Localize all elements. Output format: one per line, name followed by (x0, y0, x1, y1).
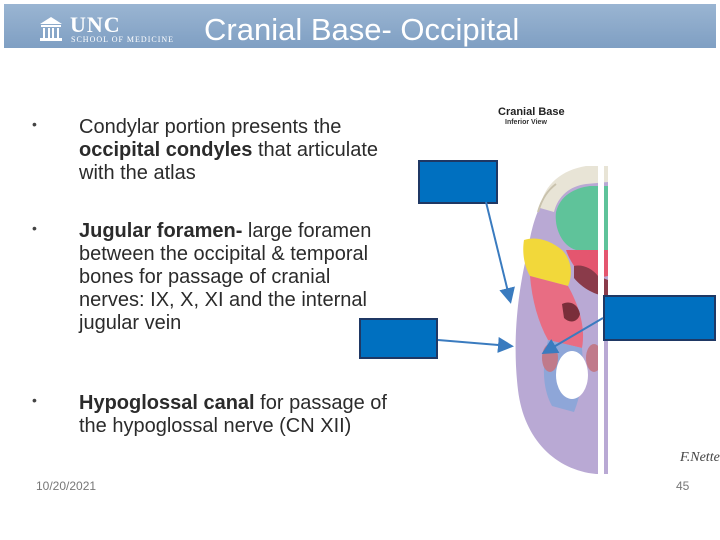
bullet-text: Jugular foramen- large foramen between t… (79, 220, 372, 334)
bullet-dot-icon: • (32, 220, 37, 236)
figure-title: Cranial Base (498, 106, 565, 118)
header-bar: UNC SCHOOL OF MEDICINE Cranial Base- Occ… (4, 4, 716, 48)
bullet-dot-icon: • (32, 116, 37, 132)
footer-date: 10/20/2021 (36, 479, 97, 493)
netter-signature: F.Netter (680, 450, 720, 465)
logo-subtitle: SCHOOL OF MEDICINE (71, 35, 175, 44)
figure-subtitle: Inferior View (505, 119, 547, 126)
page-number: 45 (676, 479, 690, 493)
bullet-text: Condylar portion presents the occipital … (79, 116, 379, 184)
logo-name: UNC (70, 12, 121, 37)
old-well-icon (40, 17, 62, 41)
label-box-occipital-condyles (418, 160, 498, 204)
cranial-base-figure: Cranial Base Inferior View (478, 100, 720, 480)
bullet-text: Hypoglossal canal for passage of the hyp… (79, 392, 387, 437)
bullet-dot-icon: • (32, 392, 37, 408)
label-box-hypoglossal-canal (603, 295, 716, 341)
slide-title: Cranial Base- Occipital (204, 12, 520, 47)
label-box-jugular-foramen (359, 318, 438, 359)
skull-illustration (515, 160, 608, 480)
